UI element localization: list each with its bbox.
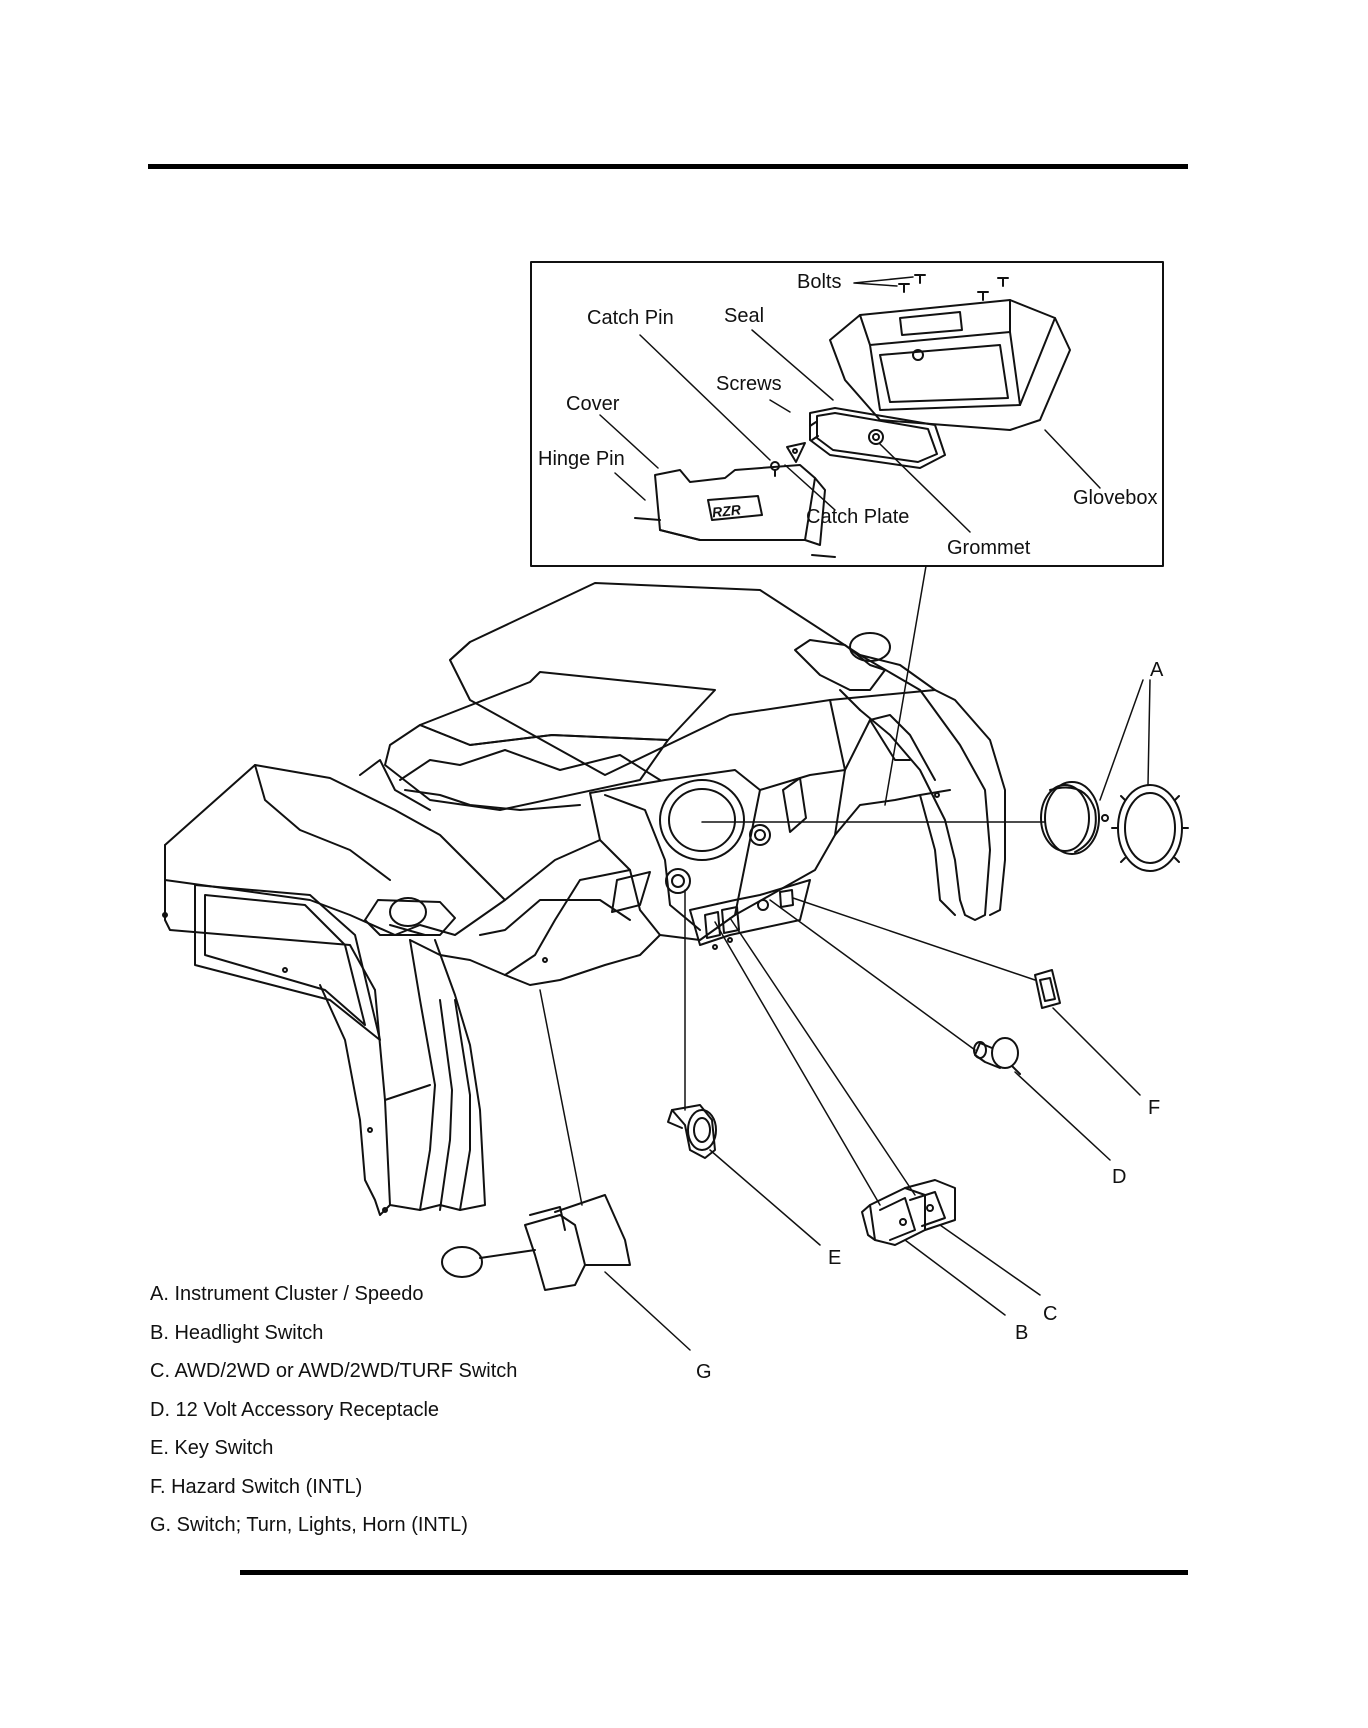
callout-d: D <box>1112 1166 1126 1188</box>
bolts-group <box>854 275 1008 300</box>
rocker-switches-part <box>862 1180 955 1245</box>
legend-item-f: F. Hazard Switch (INTL) <box>150 1468 517 1507</box>
callout-e: E <box>828 1247 841 1269</box>
legend-item-b: B. Headlight Switch <box>150 1314 517 1353</box>
callout-f: F <box>1148 1097 1160 1119</box>
instrument-cluster-part <box>1041 782 1188 871</box>
legend-item-c: C. AWD/2WD or AWD/2WD/TURF Switch <box>150 1352 517 1391</box>
legend-item-a: A. Instrument Cluster / Speedo <box>150 1275 517 1314</box>
glovebox-part <box>830 300 1070 430</box>
callout-cover: Cover <box>566 393 620 415</box>
legend-item-d: D. 12 Volt Accessory Receptacle <box>150 1391 517 1430</box>
callout-seal: Seal <box>724 305 764 327</box>
cover-logo: RZR <box>711 501 742 520</box>
callout-screws: Screws <box>716 373 782 395</box>
legend-item-g: G. Switch; Turn, Lights, Horn (INTL) <box>150 1506 517 1545</box>
callout-catch-pin: Catch Pin <box>587 307 674 329</box>
parts-legend: A. Instrument Cluster / Speedo B. Headli… <box>150 1275 517 1545</box>
callout-hinge-pin: Hinge Pin <box>538 448 625 470</box>
bottom-rule <box>240 1570 1188 1575</box>
dashboard-body <box>163 583 1005 1215</box>
callout-glovebox: Glovebox <box>1073 487 1158 509</box>
key-switch-part <box>668 1105 716 1158</box>
callout-b: B <box>1015 1322 1028 1344</box>
callout-grommet: Grommet <box>947 537 1031 559</box>
main-leaders <box>540 680 1150 1350</box>
hazard-switch-part <box>1035 970 1060 1008</box>
grommet-part <box>869 430 883 444</box>
callout-g: G <box>696 1361 712 1383</box>
callout-catch-plate: Catch Plate <box>806 506 909 528</box>
inset-leaders <box>600 330 1100 532</box>
callout-bolts: Bolts <box>797 271 841 293</box>
accessory-receptacle-part <box>974 1038 1020 1074</box>
callout-a: A <box>1150 659 1164 681</box>
callout-c: C <box>1043 1303 1057 1325</box>
legend-item-e: E. Key Switch <box>150 1429 517 1468</box>
